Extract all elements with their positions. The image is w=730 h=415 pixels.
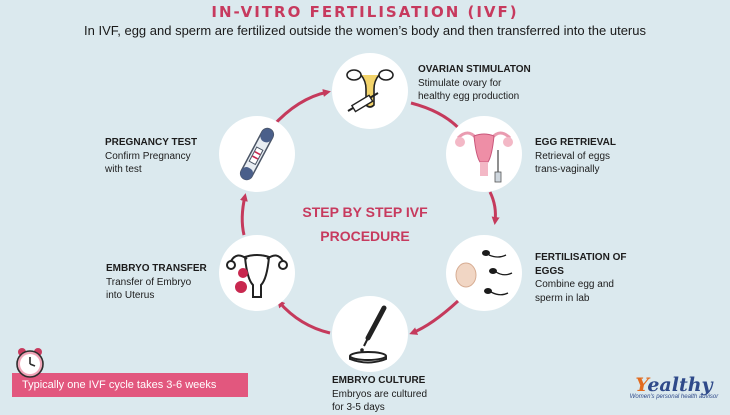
step-fertilisation: FERTILISATION OF EGGS Combine egg and sp… xyxy=(535,251,626,305)
step-description-line: Transfer of Embryo xyxy=(106,276,192,288)
arrow-3-to-4 xyxy=(409,299,460,335)
ovarian-stimulation-circle xyxy=(332,53,408,129)
step-heading-line-2: EGGS xyxy=(535,265,564,277)
center-label: STEP BY STEP IVF PROCEDURE xyxy=(275,200,455,248)
egg-sperm-icon xyxy=(455,250,513,296)
embryo-transfer-circle xyxy=(219,235,295,311)
arrow-2-to-3 xyxy=(488,191,500,225)
center-label-line-1: STEP BY STEP IVF xyxy=(302,204,428,220)
step-heading: PREGNANCY TEST xyxy=(105,137,198,148)
step-heading: OVARIAN STIMULATON xyxy=(418,64,531,75)
step-ovarian-stimulation: OVARIAN STIMULATON Stimulate ovary for h… xyxy=(418,63,531,104)
step-description-line: healthy egg production xyxy=(418,91,520,102)
step-description-line: with test xyxy=(105,164,142,175)
step-heading: EMBRYO CULTURE xyxy=(332,375,426,386)
logo-brand: Yealthy xyxy=(635,374,713,396)
step-egg-retrieval: EGG RETRIEVAL Retrieval of eggs trans-va… xyxy=(535,136,616,177)
pregnancy-test-circle xyxy=(219,116,295,192)
fertilisation-circle xyxy=(446,235,522,311)
step-pregnancy-test: PREGNANCY TEST Confirm Pregnancy with te… xyxy=(105,136,197,177)
center-label-line-2: PROCEDURE xyxy=(320,228,410,244)
step-description-line: Embryos are cultured xyxy=(332,388,428,400)
yealthy-logo: Yealthy Women's personal health advisor xyxy=(624,374,724,401)
step-description-line: Stimulate ovary for xyxy=(418,77,502,89)
page-title: IN-VITRO FERTILISATION (IVF) xyxy=(211,3,519,21)
step-heading: EGG RETRIEVAL xyxy=(535,137,616,148)
step-embryo-transfer: EMBRYO TRANSFER Transfer of Embryo into … xyxy=(106,262,207,303)
step-embryo-culture: EMBRYO CULTURE Embryos are cultured for … xyxy=(332,374,427,415)
egg-retrieval-circle xyxy=(446,116,522,192)
step-description-line: sperm in lab xyxy=(535,292,590,304)
arrow-4-to-5 xyxy=(277,299,331,335)
step-description-line: trans-vaginally xyxy=(535,164,600,175)
embryo-culture-circle xyxy=(332,296,408,372)
step-heading: EMBRYO TRANSFER xyxy=(106,263,207,274)
ovary-syringe-icon xyxy=(346,69,394,113)
step-description-line: for 3-5 days xyxy=(332,402,385,413)
step-description-line: Retrieval of eggs xyxy=(535,150,611,162)
arrow-5-to-6 xyxy=(239,193,248,236)
step-description-line: Combine egg and xyxy=(535,279,614,290)
cycle-duration-note: Typically one IVF cycle takes 3-6 weeks xyxy=(12,373,248,397)
step-description-line: Confirm Pregnancy xyxy=(105,150,191,162)
uterus-embryo-icon xyxy=(226,254,288,298)
logo-tagline: Women's personal health advisor xyxy=(629,394,719,400)
uterus-needle-icon xyxy=(455,131,513,183)
arrow-6-to-1 xyxy=(270,89,331,129)
pregnancy-test-icon xyxy=(239,127,275,181)
step-heading: FERTILISATION OF xyxy=(535,252,627,263)
clock-icon xyxy=(16,348,44,378)
dropper-dish-icon xyxy=(349,305,387,364)
page-subtitle: In IVF, egg and sperm are fertilized out… xyxy=(84,23,646,38)
step-description-line: into Uterus xyxy=(106,290,155,301)
